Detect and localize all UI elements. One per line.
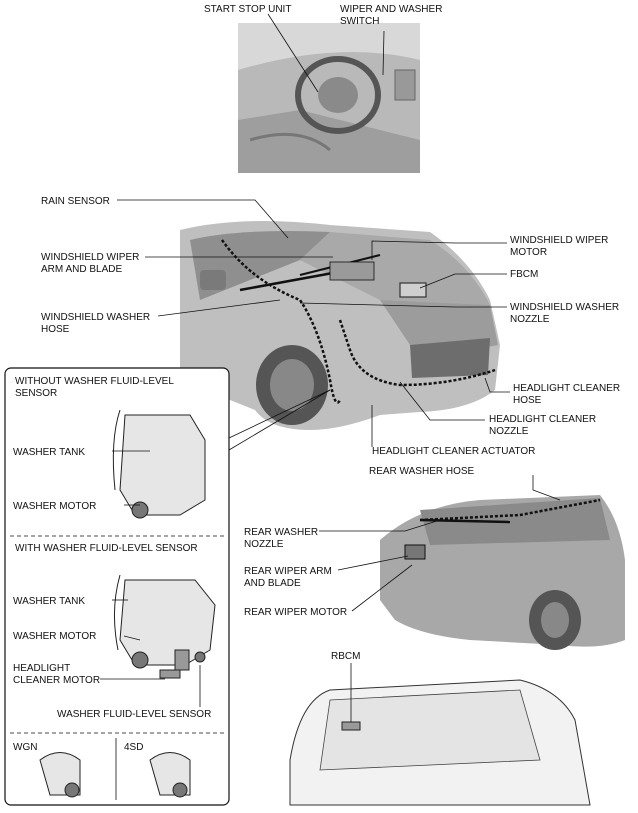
label-hl-cleaner-actuator: HEADLIGHT CLEANER ACTUATOR bbox=[372, 446, 535, 457]
inset-heading-without-sensor-line1: WITHOUT WASHER FLUID-LEVEL bbox=[15, 376, 174, 387]
leader-lines bbox=[100, 13, 561, 722]
label-wiper-motor-line2: MOTOR bbox=[510, 247, 547, 258]
label-rear-wiper-arm-line1: REAR WIPER ARM bbox=[244, 566, 332, 577]
inset-label-hl-cleaner-motor-line1: HEADLIGHT bbox=[13, 663, 70, 674]
label-washer-nozzle-line1: WINDSHIELD WASHER bbox=[510, 302, 619, 313]
interior-dashboard-illustration bbox=[238, 23, 420, 173]
label-washer-hose-line2: HOSE bbox=[41, 324, 70, 335]
label-rbcm: RBCM bbox=[331, 651, 360, 662]
trunk-illustration bbox=[289, 679, 591, 806]
inset-label-wgn: WGN bbox=[13, 742, 37, 753]
label-hl-cleaner-nozzle-line2: NOZZLE bbox=[489, 426, 529, 437]
callout-labels: START STOP UNIT WIPER AND WASHER SWITCH … bbox=[13, 4, 620, 753]
label-wiper-washer-switch-line1: WIPER AND WASHER bbox=[340, 4, 442, 15]
label-wiper-motor-line1: WINDSHIELD WIPER bbox=[510, 235, 608, 246]
inset-label-hl-cleaner-motor-line2: CLEANER MOTOR bbox=[13, 675, 100, 686]
label-washer-hose-line1: WINDSHIELD WASHER bbox=[41, 312, 150, 323]
inset-label-4sd: 4SD bbox=[124, 742, 143, 753]
washer-tank-inset bbox=[4, 367, 331, 806]
label-rear-washer-hose: REAR WASHER HOSE bbox=[369, 466, 475, 477]
inset-label-washer-tank-b: WASHER TANK bbox=[13, 596, 85, 607]
inset-label-washer-motor-a: WASHER MOTOR bbox=[13, 501, 96, 512]
label-rear-wiper-arm-line2: AND BLADE bbox=[244, 578, 301, 589]
label-rain-sensor: RAIN SENSOR bbox=[41, 196, 110, 207]
inset-label-washer-motor-b: WASHER MOTOR bbox=[13, 631, 96, 642]
label-rear-wiper-motor: REAR WIPER MOTOR bbox=[244, 607, 347, 618]
label-hl-cleaner-hose-line2: HOSE bbox=[513, 395, 542, 406]
label-rear-washer-nozzle-line2: NOZZLE bbox=[244, 539, 284, 550]
label-wiper-arm-line2: ARM AND BLADE bbox=[41, 264, 122, 275]
label-washer-nozzle-line2: NOZZLE bbox=[510, 314, 550, 325]
front-car-illustration bbox=[180, 221, 500, 430]
inset-heading-with-sensor: WITH WASHER FLUID-LEVEL SENSOR bbox=[15, 543, 198, 554]
label-wiper-washer-switch-line2: SWITCH bbox=[340, 16, 379, 27]
label-hl-cleaner-nozzle-line1: HEADLIGHT CLEANER bbox=[489, 414, 596, 425]
label-start-stop-unit: START STOP UNIT bbox=[204, 4, 291, 15]
inset-label-washer-tank-a: WASHER TANK bbox=[13, 447, 85, 458]
inset-heading-without-sensor-line2: SENSOR bbox=[15, 388, 57, 399]
inset-label-fluid-level-sensor: WASHER FLUID-LEVEL SENSOR bbox=[57, 709, 211, 720]
label-hl-cleaner-hose-line1: HEADLIGHT CLEANER bbox=[513, 383, 620, 394]
label-rear-washer-nozzle-line1: REAR WASHER bbox=[244, 527, 318, 538]
rear-car-illustration bbox=[380, 495, 625, 650]
label-wiper-arm-line1: WINDSHIELD WIPER bbox=[41, 252, 139, 263]
label-fbcm: FBCM bbox=[510, 269, 538, 280]
